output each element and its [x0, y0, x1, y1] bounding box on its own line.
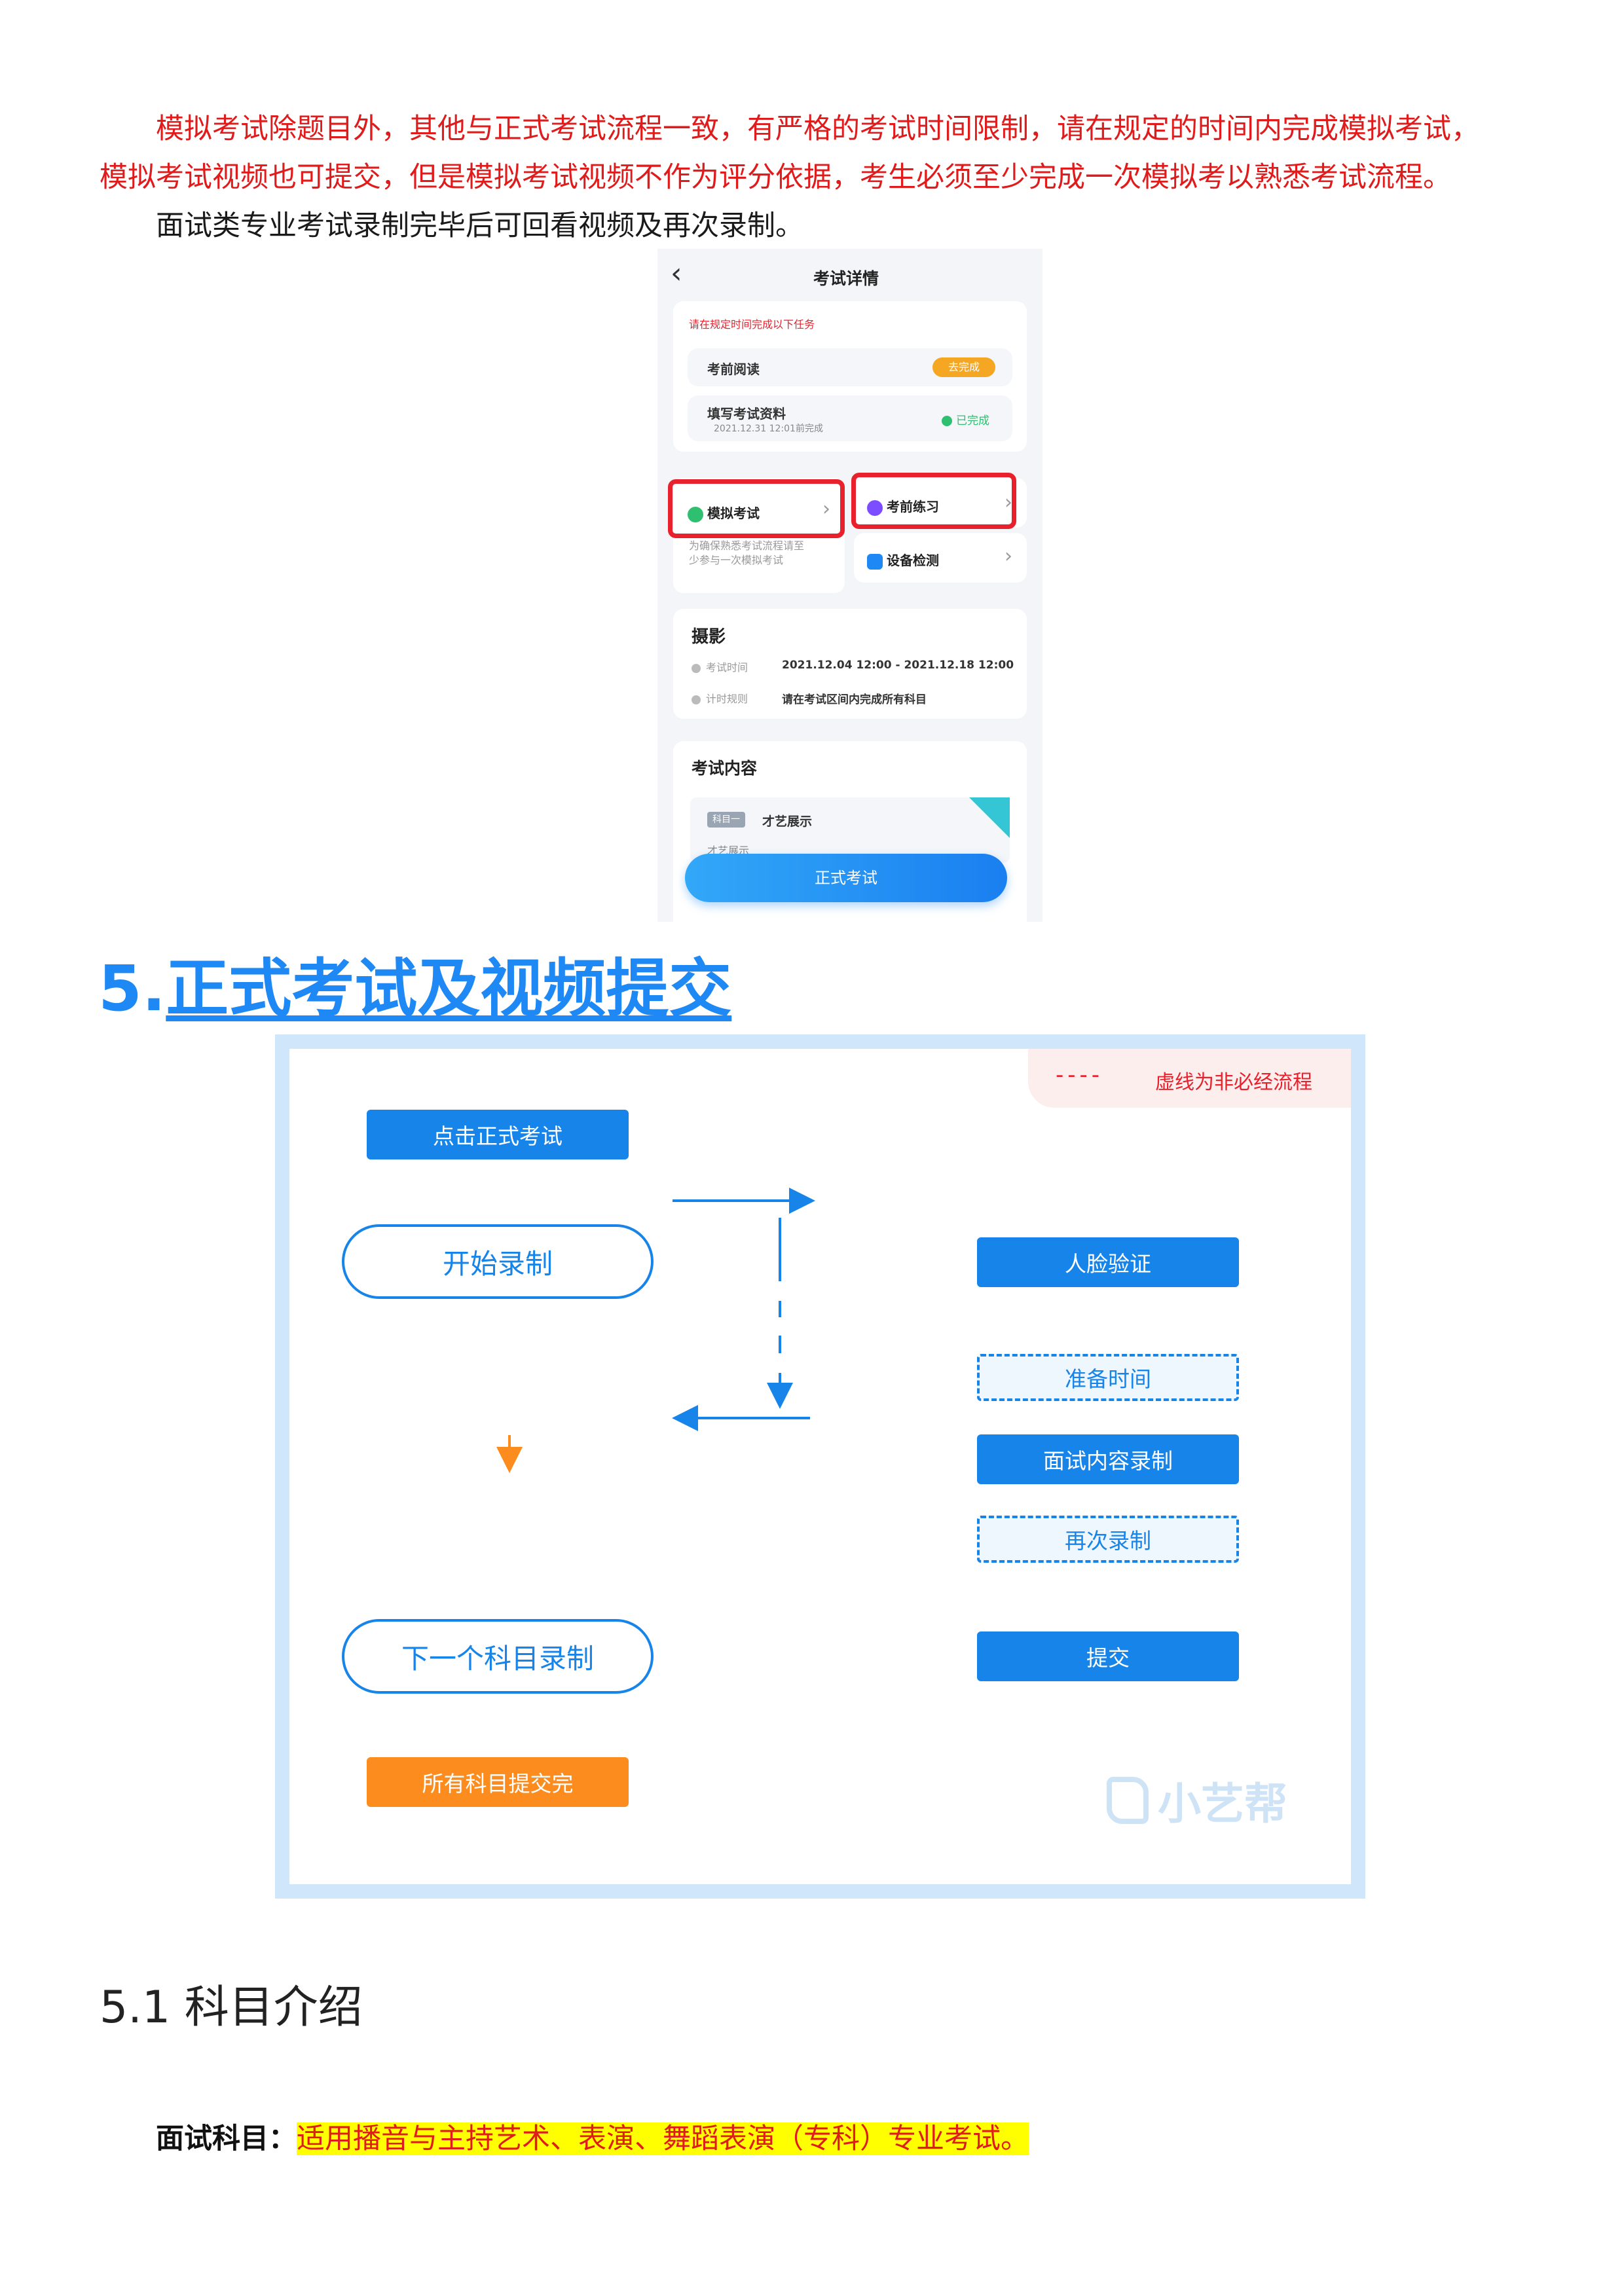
interview-label: 面试科目：: [156, 2123, 297, 2155]
device-row[interactable]: 设备检测: [867, 550, 939, 570]
exam-detail-screenshot: ‹ 考试详情 请在规定时间完成以下任务 考前阅读 去完成 填写考试资料 2021…: [657, 249, 1043, 922]
mock-note-1: 为确保熟悉考试流程请至: [689, 539, 805, 552]
clock-icon: [692, 663, 701, 673]
subject-item[interactable]: [690, 797, 1010, 863]
record-content-step: 面试内容录制: [977, 1434, 1239, 1484]
legend-text: 虚线为非必经流程: [1155, 1071, 1312, 1094]
timing-rule-value: 请在考试区间内完成所有科目: [782, 693, 927, 706]
task-row-info[interactable]: [688, 395, 1012, 441]
device-chevron-icon: ›: [1005, 545, 1012, 568]
watermark-logo: 小艺帮: [1107, 1769, 1287, 1832]
interview-subject-line: 面试科目：适用播音与主持艺术、表演、舞蹈表演（专科）专业考试。: [156, 2116, 1029, 2162]
mock-exam-highlight: [668, 479, 845, 538]
mock-note-2: 少参与一次模拟考试: [689, 554, 784, 566]
task-note: 请在规定时间完成以下任务: [689, 318, 815, 331]
section-5-title[interactable]: 正式考试及视频提交: [166, 952, 732, 1025]
submit-step: 提交: [977, 1631, 1239, 1681]
start-record-step: 开始录制: [342, 1224, 654, 1299]
exam-time-value: 2021.12.04 12:00 - 2021.12.18 12:00: [782, 659, 1014, 672]
subject-tag: 科目一: [707, 812, 745, 828]
task-info-label: 填写考试资料: [707, 406, 786, 422]
task-reading-label: 考前阅读: [707, 361, 760, 377]
play-circle-icon: [867, 500, 883, 516]
intro-line-3: 面试类专业考试录制完毕后可回看视频及再次录制。: [156, 210, 803, 242]
face-verify-step: 人脸验证: [977, 1237, 1239, 1287]
subject-info-card: [673, 609, 1027, 719]
section-5-heading: 5.正式考试及视频提交: [98, 949, 731, 1028]
device-card[interactable]: [854, 533, 1027, 583]
back-icon[interactable]: ‹: [671, 257, 682, 290]
practice-row[interactable]: 考前练习: [867, 496, 939, 516]
timer-icon: [692, 695, 701, 704]
subject-corner-ribbon: [969, 797, 1010, 838]
section-5-1-heading: 5.1 科目介绍: [100, 1982, 363, 2033]
intro-line-1: 模拟考试除题目外，其他与正式考试流程一致，有严格的考试时间限制，请在规定的时间内…: [156, 113, 1479, 145]
pending-badge[interactable]: 去完成: [932, 357, 995, 377]
subject-title: 摄影: [692, 627, 726, 647]
watermark-icon: [1107, 1777, 1149, 1824]
timing-rule-row: 计时规则: [692, 690, 748, 706]
intro-line-2: 模拟考试视频也可提交，但是模拟考试视频不作为评分依据，考生必须至少完成一次模拟考…: [100, 161, 1451, 194]
interview-text: 适用播音与主持艺术、表演、舞蹈表演（专科）专业考试。: [297, 2123, 1029, 2155]
section-5-number: 5.: [98, 952, 166, 1025]
rerecord-step: 再次录制: [977, 1516, 1239, 1563]
exam-content-title: 考试内容: [692, 759, 758, 778]
next-subject-step: 下一个科目录制: [342, 1619, 654, 1694]
done-status: 已完成: [942, 411, 989, 428]
legend-box: [1028, 1049, 1351, 1108]
mock-exam-row[interactable]: 模拟考试: [688, 503, 760, 522]
mock-chevron-icon: ›: [822, 498, 830, 520]
formal-exam-button[interactable]: 正式考试: [685, 854, 1007, 902]
all-done-step: 所有科目提交完: [367, 1757, 629, 1807]
subject-name: 才艺展示: [762, 814, 813, 829]
practice-highlight: [851, 473, 1016, 529]
task-info-deadline: 2021.12.31 12:01前完成: [714, 424, 823, 434]
practice-card[interactable]: [854, 478, 1027, 528]
exam-time-row: 考试时间: [692, 659, 748, 674]
prep-time-step: 准备时间: [977, 1354, 1239, 1401]
practice-chevron-icon: ›: [1005, 491, 1012, 514]
start-exam-step: 点击正式考试: [367, 1110, 629, 1159]
legend-dash: ----: [1056, 1062, 1104, 1088]
mock-exam-icon: [688, 506, 703, 522]
device-icon: [867, 553, 883, 570]
screen-title: 考试详情: [813, 269, 879, 288]
check-circle-icon: [942, 416, 952, 426]
